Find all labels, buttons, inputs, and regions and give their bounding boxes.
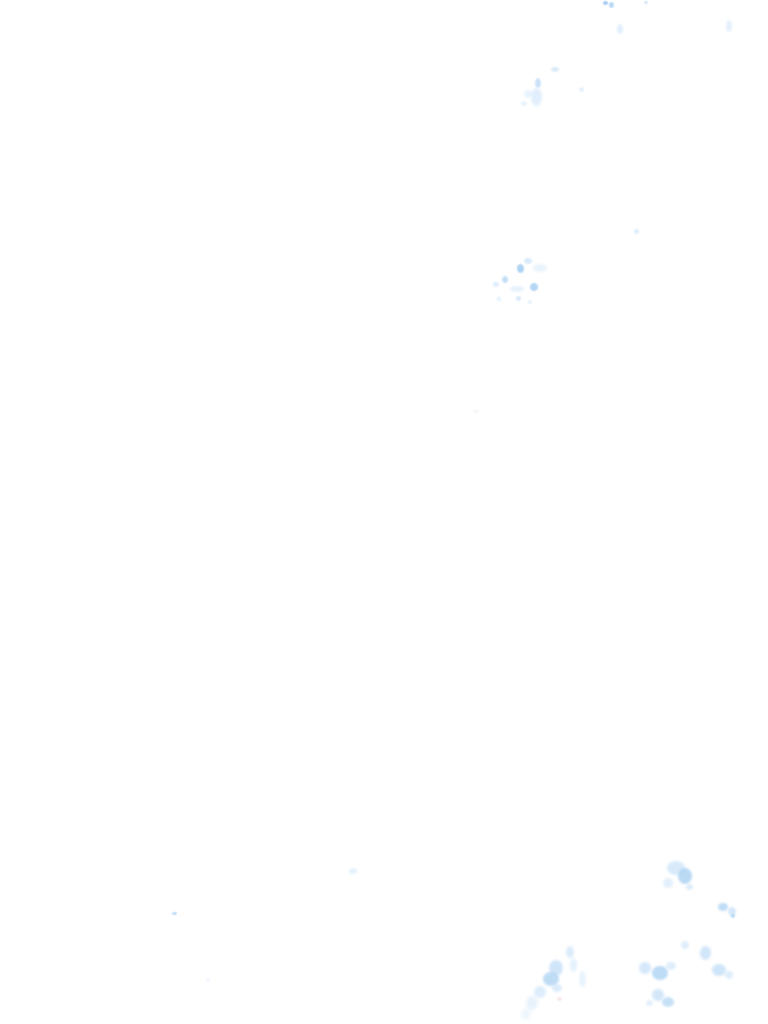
- ink-smudge: [528, 300, 532, 304]
- ink-smudge: [579, 971, 586, 987]
- ink-smudge: [681, 941, 689, 949]
- ink-smudge: [678, 868, 692, 884]
- ink-smudge: [663, 878, 673, 888]
- ink-smudge: [570, 958, 577, 972]
- ink-smudge: [603, 1, 608, 5]
- ink-smudge: [639, 962, 651, 974]
- ink-smudge: [535, 78, 541, 88]
- ink-smudge: [646, 1000, 653, 1006]
- ink-smudge: [634, 229, 639, 234]
- ink-smudge: [700, 946, 711, 960]
- ink-smudge: [534, 986, 546, 998]
- ink-smudge: [718, 903, 728, 911]
- ink-smudge: [662, 997, 674, 1007]
- ink-smudge: [502, 276, 508, 283]
- ink-smudge: [531, 88, 542, 106]
- ink-smudge: [206, 979, 210, 982]
- ink-smudge: [549, 960, 563, 976]
- ink-smudge: [557, 997, 562, 1001]
- ink-smudge: [666, 962, 676, 970]
- ink-smudge: [551, 67, 559, 72]
- ink-smudge: [552, 984, 562, 992]
- ink-smudge: [725, 971, 733, 979]
- ink-smudge: [521, 1008, 531, 1020]
- ink-smudge: [726, 20, 732, 32]
- ink-smudge: [579, 87, 584, 92]
- ink-smudge: [474, 410, 478, 413]
- ink-smudge: [731, 914, 735, 918]
- ink-smudge: [510, 286, 524, 292]
- ink-smudge: [497, 297, 501, 301]
- ink-smudge: [543, 972, 559, 986]
- ink-smudge: [644, 1, 648, 4]
- ink-smudge: [521, 101, 527, 106]
- ink-smudge: [566, 946, 574, 958]
- ink-smudge: [530, 283, 538, 291]
- ink-smudge: [609, 2, 614, 8]
- ink-smudge: [517, 264, 524, 273]
- ink-smudge: [667, 861, 685, 875]
- ink-smudge: [533, 264, 547, 272]
- ink-smudge: [524, 258, 532, 264]
- ink-smudge: [172, 912, 177, 915]
- ink-smudge: [516, 296, 521, 301]
- ink-smudge: [712, 964, 726, 976]
- ink-smudge: [652, 989, 664, 1001]
- ink-smudge: [526, 996, 538, 1010]
- ink-smudge: [349, 868, 357, 874]
- ink-smudge: [728, 907, 736, 916]
- ink-smudge: [686, 884, 693, 890]
- ink-smudge: [493, 282, 499, 287]
- ink-smudge: [524, 90, 532, 98]
- ink-smudge: [652, 966, 668, 980]
- ink-smudge: [617, 24, 623, 34]
